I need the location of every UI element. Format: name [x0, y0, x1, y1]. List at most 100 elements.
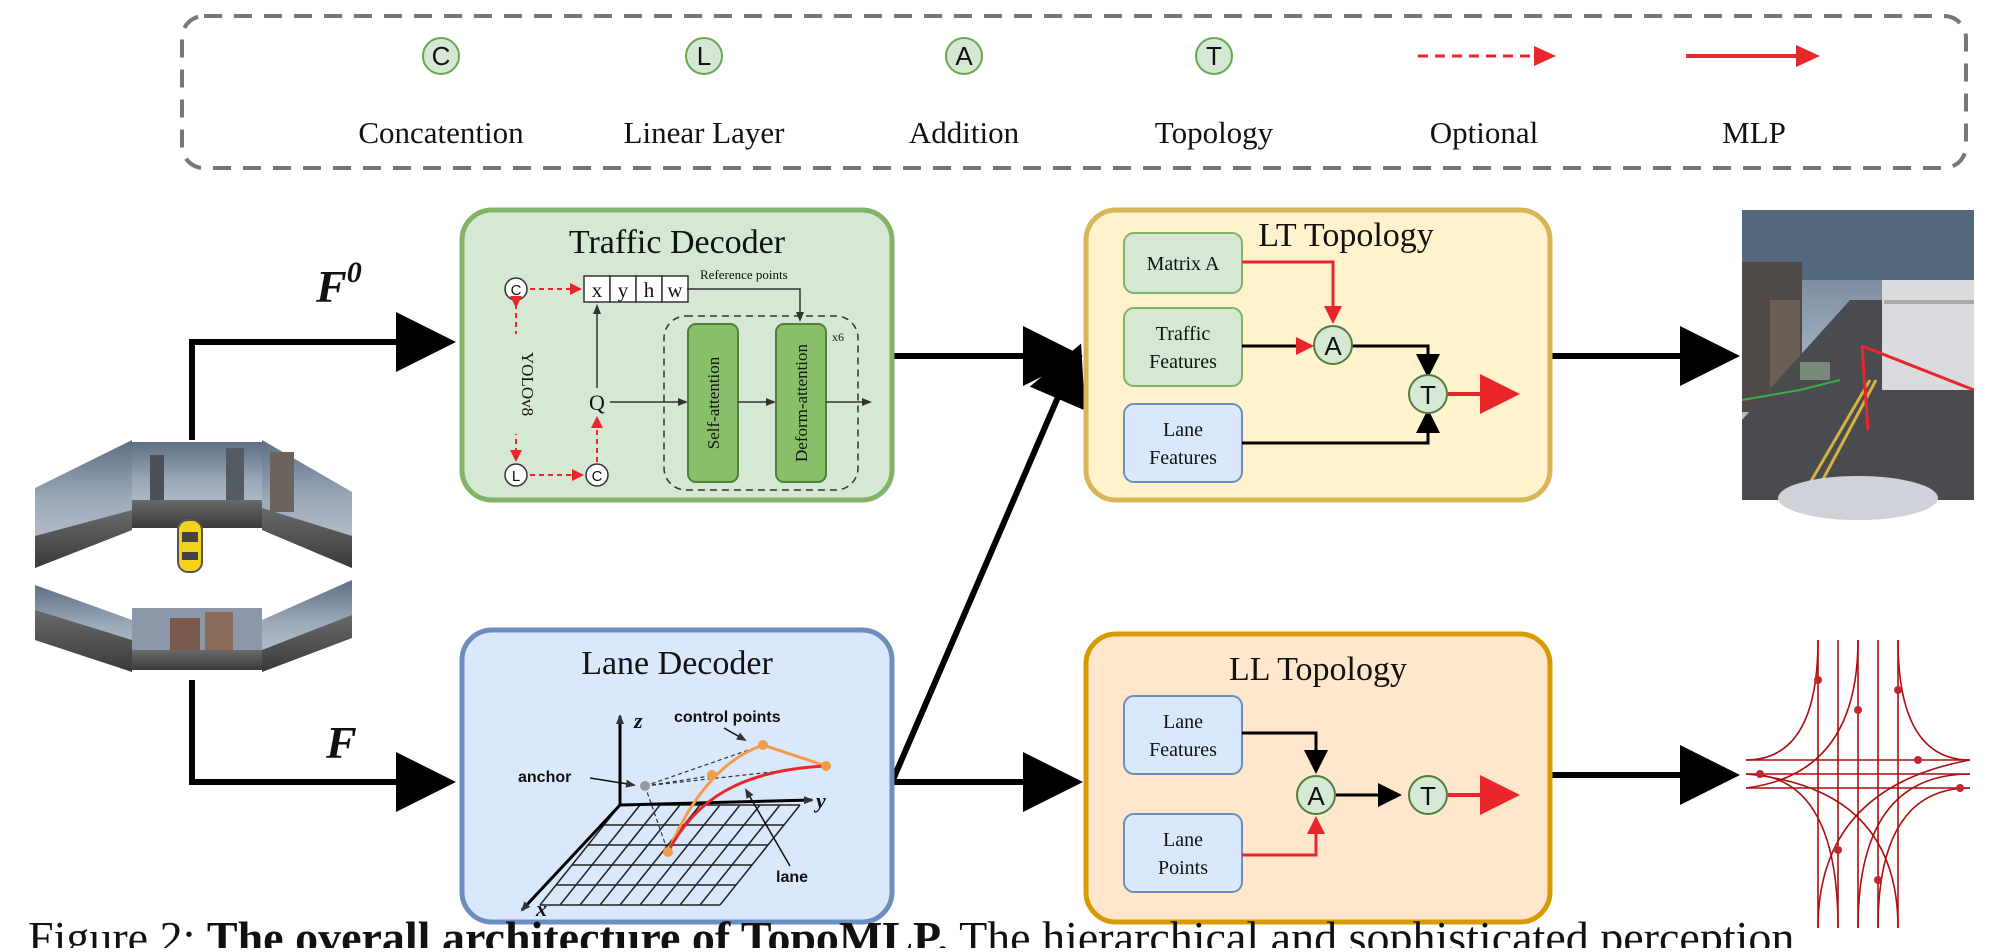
linear-symbol: L — [697, 41, 711, 71]
reference-points-label: Reference points — [700, 267, 788, 282]
topology-label: Topology — [1155, 115, 1274, 150]
lane-curve — [666, 764, 827, 853]
lt-topology: LT Topology Matrix A Traffic Features La… — [1083, 207, 1553, 503]
traffic-features-box — [1123, 307, 1243, 387]
arrow-to-traffic-decoder — [189, 312, 456, 440]
caption-bold-title: The overall architecture of TopoMLP. — [206, 912, 949, 948]
lane-features-lt-label-line1: Lane — [1163, 419, 1203, 441]
lane-label: lane — [776, 869, 808, 886]
anchor-point — [640, 781, 650, 791]
linear-node — [504, 463, 528, 487]
lt-topology-symbol: T — [1420, 380, 1436, 410]
optional-label: Optional — [1430, 115, 1539, 150]
matrix-to-add-arrow — [1242, 260, 1342, 324]
lane-decoder-box — [459, 627, 895, 925]
z-axis-label: z — [633, 708, 643, 733]
ll-topology-node — [1408, 775, 1448, 815]
linear-label: Linear Layer — [624, 115, 786, 150]
arrow-to-lane-decoder — [189, 680, 456, 812]
yolov8-label: YOLOv8 — [518, 352, 537, 416]
linear-node-symbol: L — [512, 468, 520, 485]
flow-arrows — [189, 312, 1740, 812]
lt-topology-title: LT Topology — [1258, 217, 1434, 254]
add-to-topo-arrow — [1352, 344, 1440, 378]
control-polygon — [666, 743, 827, 853]
optional-arrowhead — [1534, 46, 1556, 66]
query-label: Q — [589, 390, 605, 415]
lane-features-ll-label-line2: Features — [1149, 739, 1217, 761]
lane-features-lt-label-line2: Features — [1149, 447, 1217, 469]
deform-attention-block — [775, 323, 827, 483]
deform-attention-label: Deform-attention — [792, 343, 811, 462]
mlp-arrowhead — [1796, 45, 1820, 67]
ll-topology-title: LL Topology — [1229, 651, 1407, 688]
ll-topology-symbol: T — [1420, 781, 1436, 811]
surround-view-cameras-image — [35, 440, 352, 672]
legend-item-mlp: MLP — [1686, 45, 1820, 150]
legend-item-linear: L Linear Layer — [624, 37, 786, 150]
lt-addition-node — [1313, 325, 1353, 365]
topology-symbol: T — [1206, 41, 1222, 71]
concat-symbol: C — [432, 41, 451, 71]
red-topology-overlay — [1861, 344, 1975, 392]
ego-car-icon — [177, 519, 203, 573]
traffic-decoder: Traffic Decoder x y h w Reference points… — [459, 207, 895, 503]
feature-labels: F0 F — [315, 256, 362, 768]
lt-output-camera-image — [1741, 210, 1975, 520]
ll-output-lane-graph — [1745, 639, 1971, 929]
ref-cell-y: y — [618, 278, 629, 302]
addition-label: Addition — [909, 115, 1020, 150]
legend-item-concatenation: C Concatention — [358, 37, 524, 150]
concat-node-bottom — [585, 463, 609, 487]
legend: C Concatention L Linear Layer A Addition… — [180, 14, 1968, 170]
ll-addition-node — [1296, 775, 1336, 815]
y-axis — [619, 796, 814, 807]
legend-border — [180, 14, 1968, 170]
anchor-label: anchor — [518, 769, 571, 786]
lane-points-box — [1123, 813, 1243, 893]
addition-symbol: A — [955, 41, 973, 71]
f-label: F — [325, 717, 357, 768]
ref-cell-w: w — [667, 278, 683, 302]
lane-to-topo-arrow — [1242, 409, 1440, 445]
lane-points-label-line2: Points — [1158, 857, 1208, 879]
linear-icon — [685, 37, 723, 75]
lane-features-box-ll — [1123, 695, 1243, 775]
ref-cell-x: x — [592, 278, 603, 302]
arrow-lane-to-lt — [889, 343, 1085, 784]
ll-topology: LL Topology Lane Features Lane Points A … — [1083, 631, 1553, 925]
traffic-decoder-title: Traffic Decoder — [569, 224, 786, 261]
legend-item-addition: A Addition — [909, 37, 1020, 150]
lane-decoder-title: Lane Decoder — [581, 645, 773, 682]
control-points-label: control points — [674, 709, 781, 726]
f0-label: F0 — [315, 256, 362, 312]
x-axis — [520, 803, 622, 912]
concat-label: Concatention — [358, 115, 524, 150]
traffic-features-label-line2: Features — [1149, 351, 1217, 373]
legend-item-optional: Optional — [1418, 46, 1556, 150]
mlp-label: MLP — [1722, 115, 1786, 150]
repeat-block — [663, 315, 859, 491]
y-axis-label: y — [813, 788, 826, 813]
matrix-a-label: Matrix A — [1147, 253, 1220, 275]
lane-features-ll-label-line1: Lane — [1163, 711, 1203, 733]
caption-figure-number: Figure 2: — [28, 912, 196, 948]
lane-points-label-line1: Lane — [1163, 829, 1203, 851]
ref-to-deform-link — [687, 288, 804, 322]
concat-node-top-symbol: C — [511, 282, 522, 299]
caption-text: The hierarchical and sophisticated perce… — [959, 912, 1795, 948]
lt-addition-symbol: A — [1324, 331, 1342, 361]
topology-icon — [1195, 37, 1233, 75]
concat-icon — [422, 37, 460, 75]
repeat-label: x6 — [832, 330, 844, 344]
lane-decoder: Lane Decoder z y x — [459, 627, 895, 925]
figure-caption: Figure 2: The overall architecture of To… — [28, 908, 1988, 948]
ll-addition-symbol: A — [1307, 781, 1325, 811]
concat-node-bottom-symbol: C — [592, 468, 603, 485]
reference-points: x y h w Reference points — [583, 267, 788, 303]
legend-item-topology: T Topology — [1155, 37, 1274, 150]
lane-features-to-add-arrow — [1242, 731, 1328, 774]
lane-features-box-lt — [1123, 403, 1243, 483]
self-attention-label: Self-attention — [704, 356, 723, 449]
